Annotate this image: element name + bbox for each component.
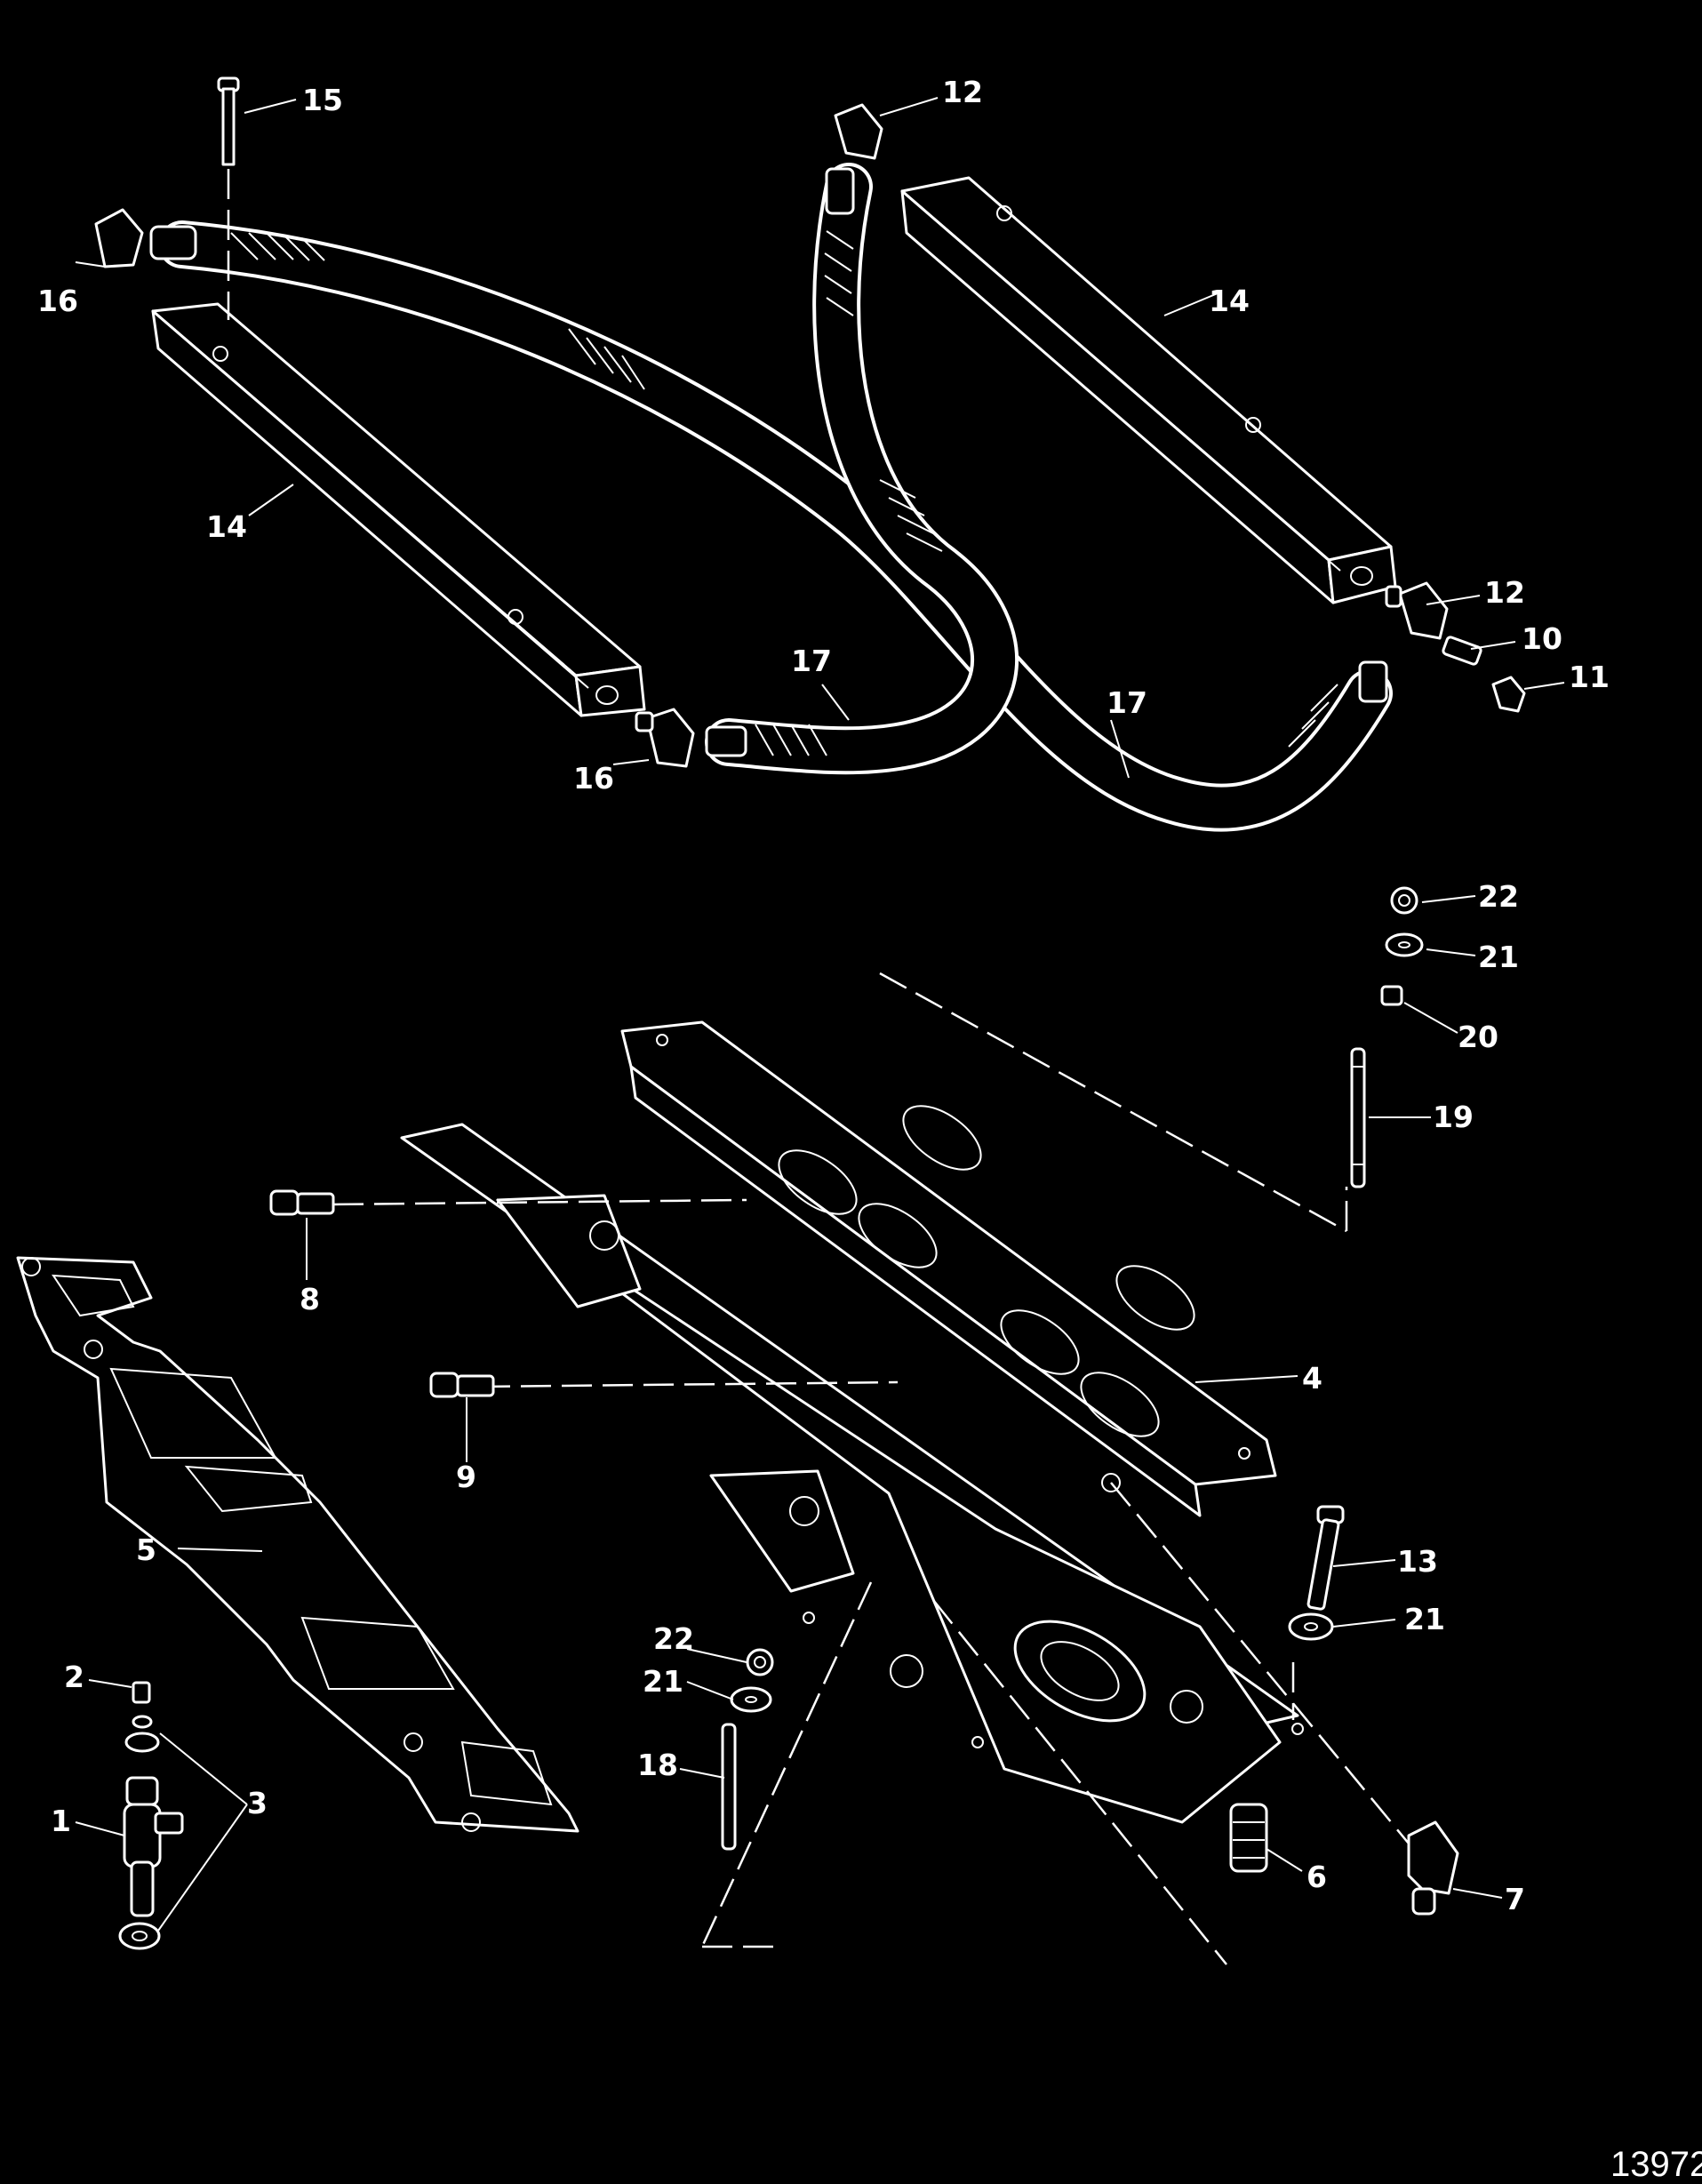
alignment-lines [332,972,1414,1965]
elbow-fitting-16-bottom [635,708,695,768]
sensor-8 [269,1189,335,1216]
callout-8: 8 [300,1282,320,1316]
callout-14-right: 14 [1209,284,1250,318]
callout-16-bottom: 16 [573,761,614,796]
washer-21-right [1385,932,1424,957]
elbow-fitting-12-right [1385,581,1449,640]
nut-20 [1380,985,1403,1006]
fuel-rail-right [900,176,1397,604]
callout-4: 4 [1302,1361,1322,1396]
callout-21-left: 21 [643,1664,683,1699]
callout-7: 7 [1505,1882,1525,1916]
callout-22-right: 22 [1478,879,1519,914]
fuel-injector-1 [123,1776,184,1917]
callout-9: 9 [456,1460,476,1494]
cap-11 [1491,676,1526,713]
fitting-10 [1442,636,1482,666]
intake-gasket [16,1256,579,1833]
callout-labels: 15 16 14 12 14 12 10 11 17 17 16 22 21 2… [37,75,1610,1916]
callout-21-right: 21 [1478,940,1519,974]
callout-15: 15 [302,83,343,117]
washer-21-left [730,1686,772,1713]
callout-6: 6 [1306,1860,1327,1894]
callout-18: 18 [637,1748,678,1782]
stud-19 [1350,1047,1366,1188]
bolt-13 [1306,1505,1345,1611]
hose-end-fitting [149,167,1388,757]
leader-lines [75,97,1565,1932]
callout-21-bolt: 21 [1404,1602,1445,1636]
callout-11: 11 [1569,660,1610,694]
callout-2: 2 [64,1660,84,1694]
fuel-hose-right [705,163,1019,775]
callout-14-left: 14 [206,509,247,544]
nut-22-right [1390,886,1418,915]
elbow-fitting-7 [1407,1820,1459,1916]
callout-12-top: 12 [942,75,983,109]
stud-18 [721,1723,737,1851]
callout-20: 20 [1458,1020,1498,1054]
callout-12-right: 12 [1484,575,1525,610]
bolt-15 [217,76,240,320]
callout-5: 5 [136,1532,156,1567]
callout-22-left: 22 [653,1621,694,1656]
washer-21-bolt [1288,1612,1334,1641]
callout-19: 19 [1433,1100,1474,1134]
fuel-hose-left [158,220,1393,832]
fuel-rail-left [151,302,646,717]
drawing-number: 13972 [1610,2145,1702,2184]
callout-17-left: 17 [791,644,832,678]
elbow-fitting-16-top [94,208,144,268]
callout-17-right: 17 [1107,685,1147,720]
callout-16-top: 16 [37,284,78,318]
callout-10: 10 [1522,621,1562,656]
plug-6 [1229,1803,1268,1873]
o-ring-3-lower [118,1922,161,1950]
sensor-9 [429,1372,495,1398]
clip-2 [132,1681,151,1704]
callout-1: 1 [51,1804,71,1838]
elbow-fitting-12-top [834,103,883,160]
nut-22-left [746,1648,774,1676]
o-ring-3-upper [124,1715,160,1753]
intake-manifold [400,1020,1304,1824]
callout-3: 3 [247,1786,268,1820]
callout-13: 13 [1397,1544,1438,1579]
